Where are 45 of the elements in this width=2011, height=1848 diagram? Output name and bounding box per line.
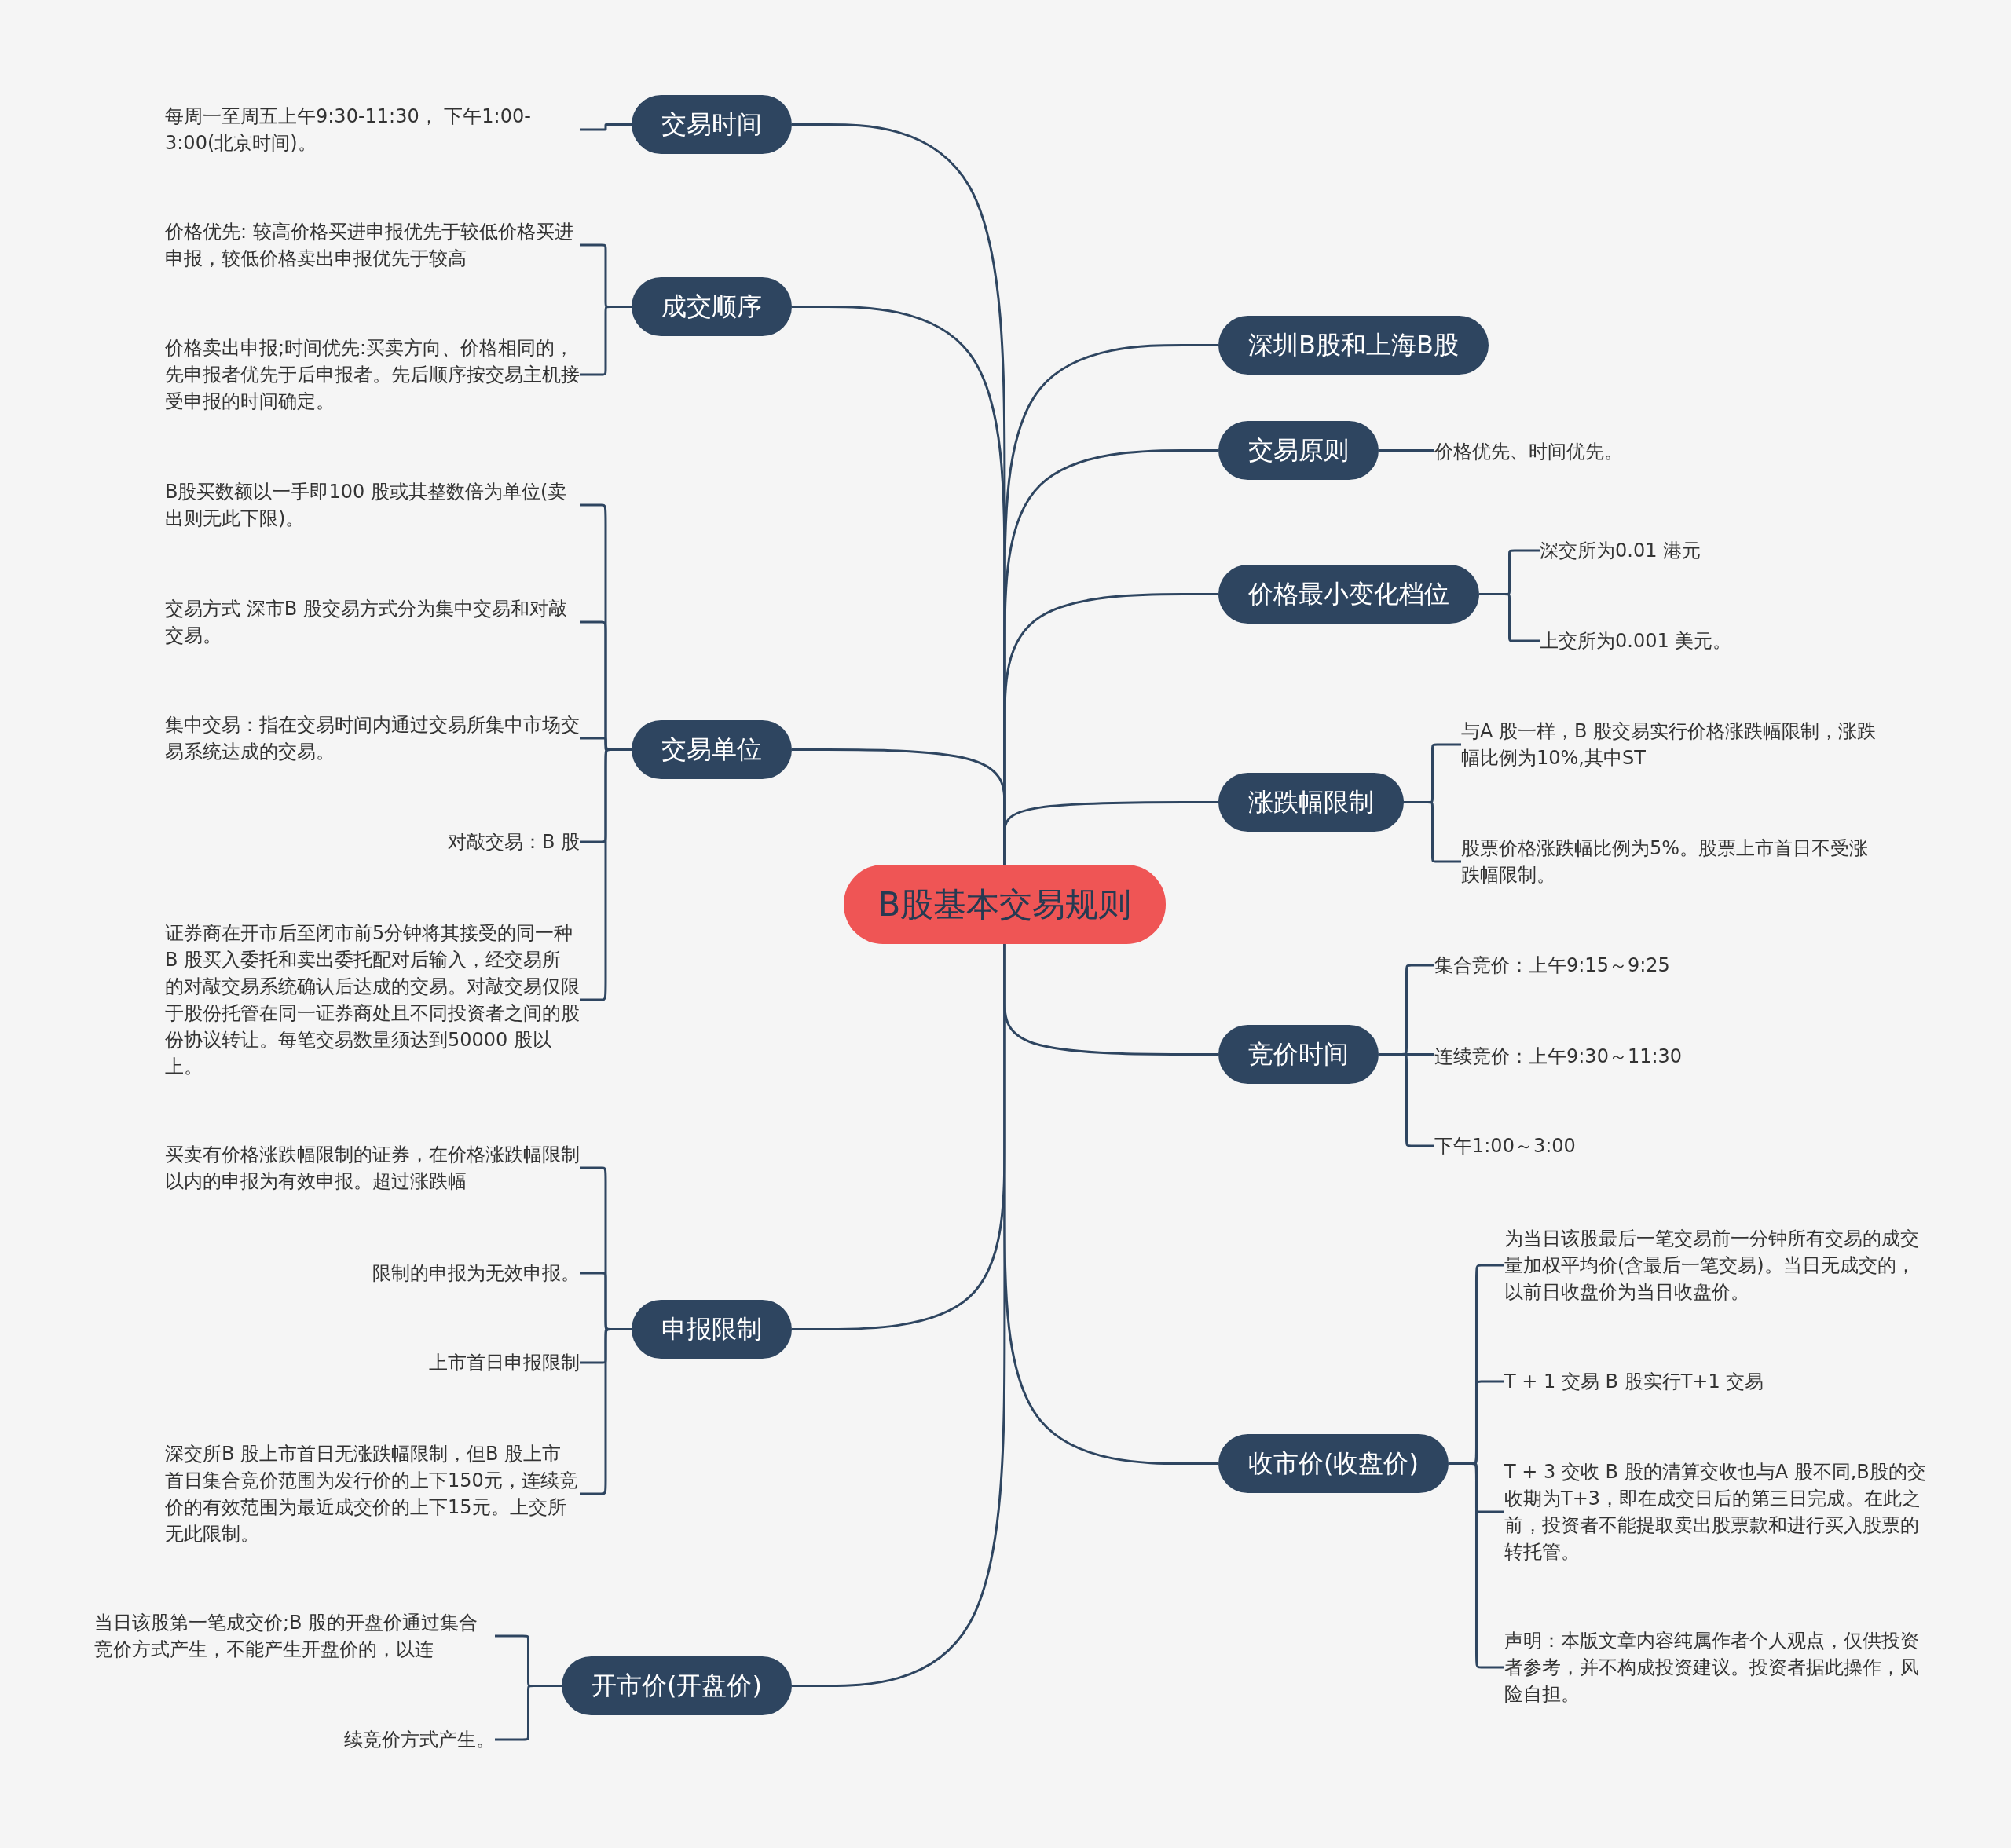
note-text: 上市首日申报限制 <box>429 1349 580 1376</box>
topic-pill: 涨跌幅限制 <box>1218 773 1404 832</box>
topic-pill: 竞价时间 <box>1218 1025 1379 1084</box>
note-text: 深交所为0.01 港元 <box>1540 537 1701 564</box>
central-topic: B股基本交易规则 <box>843 865 1167 944</box>
topic-pill: 交易时间 <box>632 95 792 154</box>
topic-pill: 交易原则 <box>1218 421 1379 480</box>
topic-pill: 申报限制 <box>632 1300 792 1359</box>
note-text: 交易方式 深市B 股交易方式分为集中交易和对敲交易。 <box>165 595 580 649</box>
note-text: 价格优先: 较高价格买进申报优先于较低价格买进申报，较低价格卖出申报优先于较高 <box>165 218 580 272</box>
note-text: 价格优先、时间优先。 <box>1434 438 1623 465</box>
note-text: 与A 股一样，B 股交易实行价格涨跌幅限制，涨跌幅比例为10%,其中ST <box>1461 718 1885 771</box>
note-text: B股买数额以一手即100 股或其整数倍为单位(卖出则无此下限)。 <box>165 478 580 532</box>
note-text: 证券商在开市后至闭市前5分钟将其接受的同一种B 股买入委托和卖出委托配对后输入，经交易所的对敲交易系统确认后达成的交易。对敲交易仅限于股份托管在同一证券商处且不同投资者之间的股份协议转让。每笔交易数量须达到50000 股以上。 <box>165 920 580 1080</box>
connector-line <box>1379 449 1434 452</box>
note-text: 每周一至周五上午9:30-11:30， 下午1:00-3:00(北京时间)。 <box>165 103 580 156</box>
topic-pill: 收市价(收盘价) <box>1218 1434 1449 1493</box>
note-text: 股票价格涨跌幅比例为5%。股票上市首日不受涨跌幅限制。 <box>1461 835 1885 888</box>
note-text: 续竞价方式产生。 <box>344 1726 495 1753</box>
note-text: 上交所为0.001 美元。 <box>1540 628 1732 654</box>
note-text: 声明：本版文章内容纯属作者个人观点，仅供投资者参考，并不构成投资建议。投资者据此操作，风险自担。 <box>1504 1627 1929 1707</box>
topic-pill: 交易单位 <box>632 720 792 779</box>
topic-pill: 深圳B股和上海B股 <box>1218 316 1489 375</box>
connector-line <box>1003 801 1218 865</box>
note-text: 深交所B 股上市首日无涨跌幅限制，但B 股上市首日集合竞价范围为发行价的上下150元，连续竞价的有效范围为最近成交价的上下15元。上交所无此限制。 <box>165 1440 580 1547</box>
note-text: 买卖有价格涨跌幅限制的证券，在价格涨跌幅限制以内的申报为有效申报。超过涨跌幅 <box>165 1141 580 1195</box>
connector-line <box>495 1685 562 1741</box>
topic-pill: 成交顺序 <box>632 277 792 336</box>
note-text: 为当日该股最后一笔交易前一分钟所有交易的成交量加权平均价(含最后一笔交易)。当日无成交的，以前日收盘价为当日收盘价。 <box>1504 1225 1929 1305</box>
connector-line <box>1003 944 1218 1465</box>
note-text: 当日该股第一笔成交价;B 股的开盘价通过集合竞价方式产生，不能产生开盘价的，以连 <box>94 1609 495 1663</box>
note-text: 连续竞价：上午9:30～11:30 <box>1434 1043 1683 1070</box>
note-text: 集合竞价：上午9:15～9:25 <box>1434 952 1670 979</box>
connector-line <box>1479 593 1540 642</box>
note-text: 集中交易：指在交易时间内通过交易所集中市场交易系统达成的交易。 <box>165 712 580 765</box>
note-text: 对敲交易：B 股 <box>447 829 580 855</box>
topic-pill: 价格最小变化档位 <box>1218 565 1479 624</box>
note-text: 价格卖出申报;时间优先:买卖方向、价格相同的，先申报者优先于后申报者。先后顺序按交易主机接受申报的时间确定。 <box>165 335 580 415</box>
topic-pill: 开市价(开盘价) <box>562 1656 792 1715</box>
connector-line <box>580 123 632 131</box>
connector-line <box>1404 801 1461 863</box>
note-text: 下午1:00～3:00 <box>1434 1133 1576 1159</box>
note-text: T + 1 交易 B 股实行T+1 交易 <box>1504 1368 1764 1395</box>
note-text: T + 3 交收 B 股的清算交收也与A 股不同,B股的交收期为T+3，即在成交日后的第三日完成。在此之前，投资者不能提取卖出股票款和进行买入股票的转托管。 <box>1504 1458 1929 1565</box>
note-text: 限制的申报为无效申报。 <box>372 1260 580 1286</box>
